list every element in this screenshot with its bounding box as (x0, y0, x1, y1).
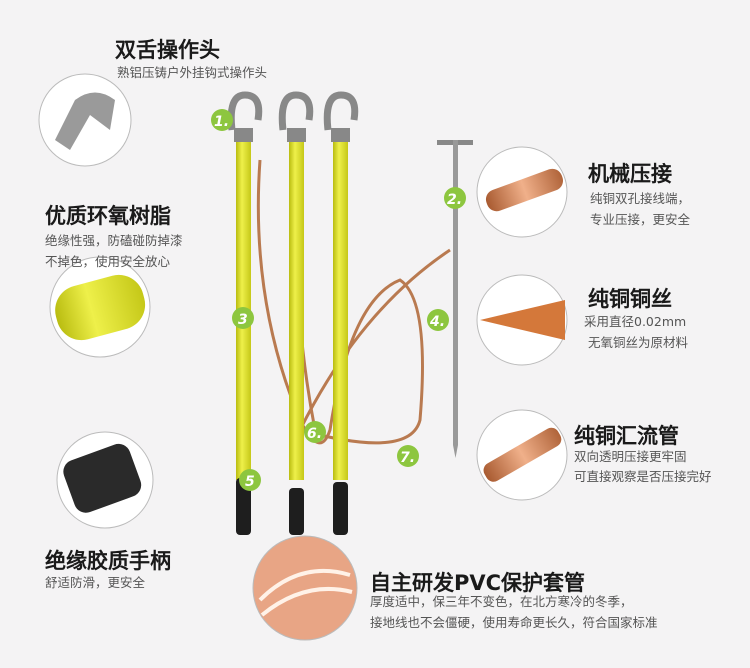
feature-title: 纯铜铜丝 (588, 287, 672, 311)
epoxy-pole-detail (49, 256, 151, 358)
feature-desc: 接地线也不会僵硬，使用寿命更长久，符合国家标准 (370, 615, 658, 630)
feature-desc: 熟铝压铸户外挂钩式操作头 (117, 65, 268, 80)
feature-desc: 绝缘性强，防磕碰防掉漆 (45, 233, 183, 248)
feature-desc: 纯铜双孔接线端， (590, 191, 691, 206)
svg-text:4.: 4. (429, 314, 445, 330)
svg-text:3: 3 (238, 312, 248, 328)
svg-text:5: 5 (245, 474, 255, 490)
feature-title: 双舌操作头 (115, 38, 220, 62)
badge-1: 1. (211, 109, 233, 131)
badge-5: 5 (239, 469, 261, 491)
feature-title: 绝缘胶质手柄 (45, 549, 171, 573)
copper-wire-detail (476, 274, 568, 366)
earth-rod (437, 140, 473, 458)
grounding-poles (227, 91, 359, 535)
svg-text:7.: 7. (400, 450, 415, 466)
crimp-detail (476, 146, 568, 238)
badge-6: 6. (304, 421, 326, 443)
svg-text:2.: 2. (447, 192, 462, 208)
feature-desc: 双向透明压接更牢固 (574, 449, 687, 464)
badge-3: 3 (232, 307, 254, 329)
feature-title: 机械压接 (588, 162, 672, 186)
badge-7: 7. (397, 445, 419, 467)
operating-head-detail (38, 73, 132, 167)
feature-desc: 无氧铜丝为原材料 (588, 335, 689, 350)
badge-2: 2. (444, 187, 466, 209)
feature-title: 纯铜汇流管 (574, 424, 679, 448)
feature-title: 优质环氧树脂 (45, 204, 171, 228)
badge-4: 4. (427, 309, 449, 331)
feature-desc: 采用直径0.02mm (584, 314, 687, 329)
rubber-handle-detail (56, 431, 154, 529)
busbar-tube-detail (476, 409, 568, 501)
feature-desc: 专业压接，更安全 (590, 212, 691, 227)
feature-desc: 舒适防滑，更安全 (45, 575, 146, 590)
pvc-sleeve-detail (252, 535, 358, 641)
feature-desc: 厚度适中，保三年不变色，在北方寒冷的冬季， (370, 594, 633, 609)
svg-text:6.: 6. (307, 426, 322, 442)
feature-title: 自主研发PVC保护套管 (370, 571, 586, 595)
feature-desc: 可直接观察是否压接完好 (574, 469, 712, 484)
svg-text:1.: 1. (214, 114, 229, 130)
feature-desc: 不掉色，使用安全放心 (45, 254, 171, 269)
